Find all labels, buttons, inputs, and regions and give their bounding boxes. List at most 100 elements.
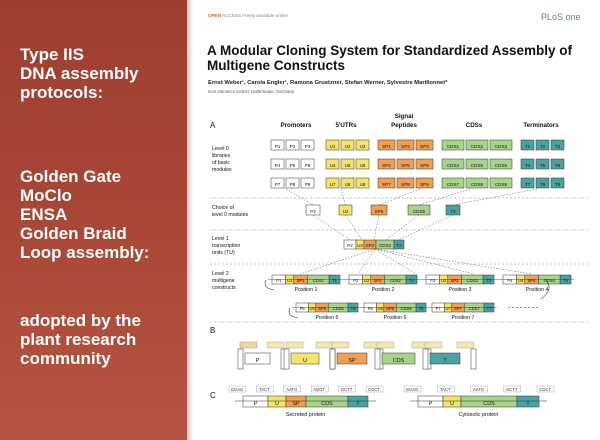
row-label-level1-line: Level 1	[212, 236, 229, 242]
connector-line	[285, 188, 314, 206]
panel-b-overhang-box	[424, 341, 443, 349]
lib-part-sp3-label: SP3	[420, 144, 429, 149]
lib-part-u3-label: U3	[360, 144, 366, 149]
lib-part-p4-box	[270, 158, 285, 170]
panel-c-cytosolic-part-cds-label: CDS	[483, 401, 495, 407]
l2-row1-pos-label: Position 3	[449, 287, 472, 293]
l2-row2-part-sp5-label: SP5	[318, 306, 327, 311]
row-label-level0-line: libraries	[212, 153, 231, 159]
lib-part-u2-label: U2	[345, 144, 351, 149]
row-label-level2-line: Level 2	[212, 271, 229, 277]
lib-part-u4-box	[325, 158, 340, 170]
panel-b-bsai-right	[470, 348, 477, 370]
lib-part-u1-label: U1	[330, 144, 336, 149]
panel-b-part-sp-box	[336, 352, 368, 365]
l2-row1-part-sp3-label: SP3	[451, 278, 460, 283]
lib-part-t7-box	[520, 177, 535, 189]
lib-part-u9-label: U9	[360, 182, 366, 187]
l2-row2-part-sp7-label: SP7	[454, 306, 463, 311]
l2-row2-part-cds7-label: CDS7	[469, 306, 481, 311]
tu-part-u2-label: U2	[357, 243, 363, 248]
panel-c-overhang: GGAG	[231, 387, 244, 392]
l2-row1-part-cds4-label: CDS4	[544, 278, 556, 283]
row-label-level2-line: multigene	[212, 278, 235, 284]
lib-part-u3-box	[355, 139, 370, 151]
connector-line	[385, 214, 420, 241]
choice-part-t2-label: T2	[450, 209, 456, 214]
lib-part-p7-label: P7	[275, 182, 281, 187]
tu-part-p2-label: P2	[347, 243, 353, 248]
l2-row1-part-cds2-label: CDS2	[390, 278, 402, 283]
lib-part-u8-box	[340, 177, 355, 189]
lib-part-t4-box	[520, 158, 535, 170]
panel-c-secreted-part-sp-label: SP	[292, 401, 300, 407]
l2-row2-pos-label: Position 5	[316, 315, 339, 321]
l2-row1-part-sp2-label: SP2	[374, 278, 383, 283]
connector-line	[345, 214, 363, 241]
panel-b-label: B	[210, 326, 215, 335]
panel-c-overhang-box	[256, 385, 274, 393]
lib-part-t2-label: T2	[540, 144, 546, 149]
lib-part-p5-box	[285, 158, 300, 170]
lib-part-sp4-label: SP4	[382, 163, 391, 168]
l2-row2-part-cds5-label: CDS5	[333, 306, 345, 311]
panel-b-overhang-box	[315, 341, 334, 349]
connector-line	[312, 214, 351, 241]
col-header-cdss: CDSs	[466, 122, 483, 129]
tu-part-t2-box	[393, 239, 405, 250]
panel-c-overhang: GCTT	[506, 387, 518, 392]
panel-c-cytosolic-part-p-label: P	[429, 401, 433, 407]
panel-b-bsai-left	[374, 348, 381, 370]
lib-part-sp6-label: SP6	[420, 163, 429, 168]
lib-part-p4-label: P4	[275, 163, 281, 168]
lib-part-t1-label: T1	[525, 144, 531, 149]
lib-part-t1-box	[520, 139, 535, 151]
row-label-choice-line: level 0 modules	[212, 212, 248, 218]
l2-row1-part-u1-label: U1	[287, 278, 293, 283]
l2-row1-part-p1-label: P1	[276, 278, 282, 283]
panel-c-overhang-box	[437, 385, 455, 393]
lib-part-u9-box	[355, 177, 370, 189]
lib-part-sp7-box	[377, 177, 396, 189]
l2-row1-part-sp1-label: SP1	[297, 278, 306, 283]
panel-b-overhang-box	[239, 341, 258, 349]
l2-row1-part-u2-label: U2	[364, 278, 370, 283]
choice-part-u2-label: U2	[343, 209, 349, 214]
lib-part-p1-box	[270, 139, 285, 151]
lib-part-cds4-box	[441, 158, 465, 170]
l2-row1-part-cds1-label: CDS1	[313, 278, 325, 283]
lib-part-t5-label: T5	[540, 163, 546, 168]
tu-part-sp2-label: SP2	[366, 243, 375, 248]
connector-line	[397, 214, 454, 241]
panel-b-part-u-box	[290, 352, 320, 365]
lib-part-p8-label: P8	[290, 182, 296, 187]
lib-part-cds3-box	[489, 139, 513, 151]
lib-part-cds5-label: CDS5	[471, 163, 484, 168]
paper-affiliation: Icon Genetics GmbH, Halle/Saale, Germany	[208, 89, 295, 94]
panel-c-label: C	[210, 391, 216, 400]
lib-part-sp5-label: SP5	[401, 163, 410, 168]
choice-part-sp5-label: SP5	[375, 209, 384, 214]
l2-row2-part-u5-label: U5	[309, 306, 315, 311]
connector-line	[374, 248, 475, 275]
lib-part-cds8-box	[465, 177, 489, 189]
panel-c-overhang-box	[503, 385, 521, 393]
lib-part-cds2-label: CDS2	[471, 144, 484, 149]
lib-part-u4-label: U4	[330, 163, 336, 168]
lib-part-cds6-label: CDS6	[495, 163, 508, 168]
panel-c-secreted-part-t-label: T	[356, 401, 360, 407]
lib-part-t5-box	[535, 158, 550, 170]
col-header-terminators: Terminators	[523, 122, 559, 129]
open-access-label: OPEN	[208, 13, 222, 18]
lib-part-cds7-label: CDS7	[447, 182, 460, 187]
panel-b-bsai-left	[283, 348, 290, 370]
lib-part-p1-label: P1	[275, 144, 281, 149]
panel-c-overhang-box	[365, 385, 384, 393]
connector-line	[452, 188, 538, 206]
lib-part-sp5-box	[396, 158, 415, 170]
panel-c-overhang-box	[403, 385, 422, 393]
choice-part-cds5-label: CDS5	[413, 209, 426, 214]
lib-part-cds8-label: CDS8	[471, 182, 484, 187]
panel-c-overhang-box	[536, 385, 555, 393]
lib-part-t6-label: T6	[555, 163, 561, 168]
